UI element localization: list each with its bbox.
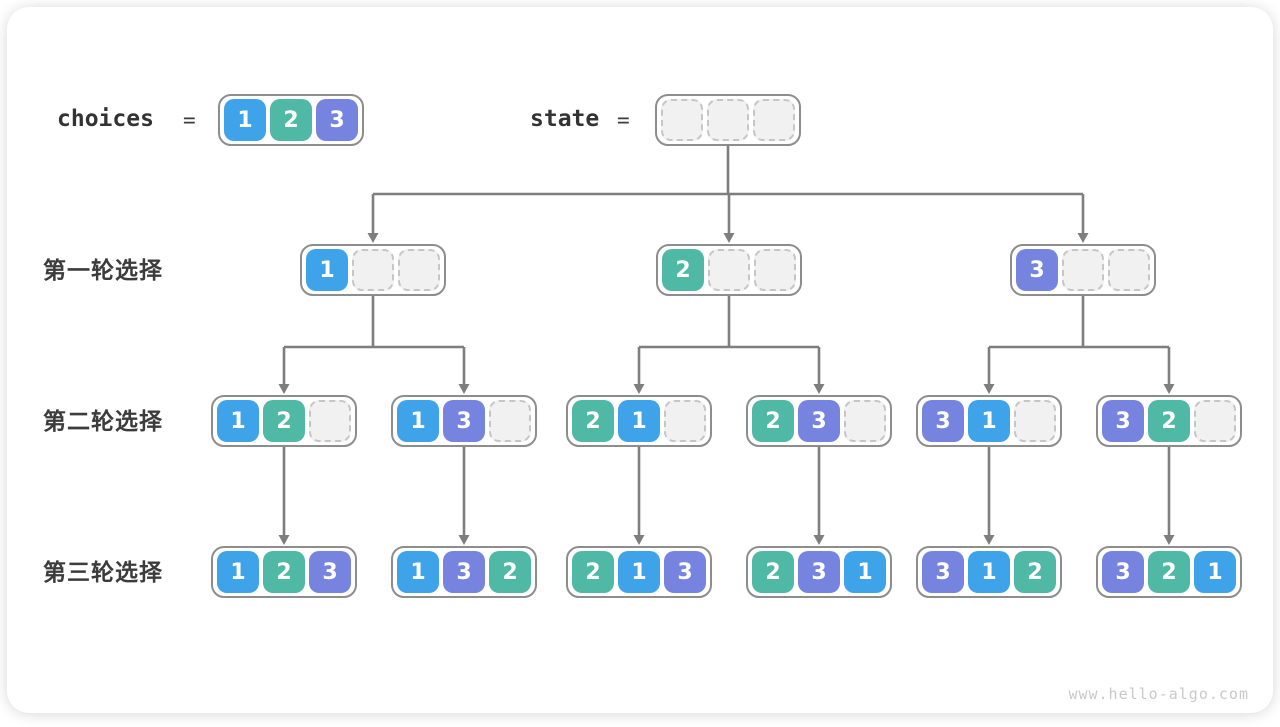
arrowhead [984,384,995,394]
choice-cell-1: 1 [217,551,259,593]
state-box [655,94,801,146]
choice-cell-2: 2 [1148,400,1190,442]
state-equals-sign: = [617,106,630,134]
choice-cell-1: 1 [618,400,660,442]
empty-cell [753,99,795,141]
arrowhead [814,384,825,394]
arrowhead [459,384,470,394]
round1-state-box: 3 [1010,244,1156,296]
round1-state-box: 1 [300,244,446,296]
choice-cell-1: 1 [1194,551,1236,593]
arrowhead [814,535,825,545]
choice-cell-1: 1 [217,400,259,442]
empty-cell [398,249,440,291]
choice-cell-2: 2 [263,551,305,593]
choice-cell-2: 2 [752,400,794,442]
choice-cell-1: 1 [618,551,660,593]
choice-cell-3: 3 [922,400,964,442]
choice-cell-2: 2 [270,99,312,141]
round1-state-box: 2 [656,244,802,296]
watermark-text: www.hello-algo.com [1068,685,1249,703]
round-1-label: 第一轮选择 [43,256,163,284]
choice-cell-2: 2 [263,400,305,442]
empty-cell [707,99,749,141]
choice-cell-1: 1 [968,551,1010,593]
choice-cell-2: 2 [752,551,794,593]
arrowhead [368,233,379,243]
round-2-label: 第二轮选择 [43,407,163,435]
choice-cell-3: 3 [798,400,840,442]
empty-cell [489,400,531,442]
empty-cell [1108,249,1150,291]
arrowhead [279,384,290,394]
choice-cell-3: 3 [798,551,840,593]
choice-cell-1: 1 [844,551,886,593]
empty-cell [708,249,750,291]
choice-cell-1: 1 [397,400,439,442]
choice-cell-2: 2 [572,400,614,442]
arrowhead [634,535,645,545]
choice-cell-2: 2 [662,249,704,291]
empty-cell [664,400,706,442]
choice-cell-3: 3 [664,551,706,593]
choices-equals-sign: = [183,106,196,134]
empty-cell [1194,400,1236,442]
choice-cell-3: 3 [316,99,358,141]
choice-cell-2: 2 [489,551,531,593]
choice-cell-3: 3 [1102,400,1144,442]
choice-cell-1: 1 [224,99,266,141]
choice-cell-3: 3 [1102,551,1144,593]
arrowhead [1164,535,1175,545]
round-3-label: 第三轮选择 [43,558,163,586]
empty-cell [1014,400,1056,442]
choice-cell-2: 2 [1148,551,1190,593]
choice-cell-3: 3 [309,551,351,593]
empty-cell [1062,249,1104,291]
arrowhead [634,384,645,394]
choice-cell-3: 3 [443,400,485,442]
choice-cell-3: 3 [443,551,485,593]
state-label: state [530,105,599,133]
choices-label: choices [57,105,154,133]
empty-cell [309,400,351,442]
empty-cell [754,249,796,291]
empty-cell [661,99,703,141]
choice-cell-1: 1 [968,400,1010,442]
arrowhead [279,535,290,545]
tree-connectors [7,7,1280,727]
choice-cell-2: 2 [572,551,614,593]
empty-cell [844,400,886,442]
empty-cell [352,249,394,291]
choice-cell-3: 3 [922,551,964,593]
choice-cell-1: 1 [306,249,348,291]
choice-cell-3: 3 [1016,249,1058,291]
arrowhead [459,535,470,545]
arrowhead [984,535,995,545]
choice-cell-2: 2 [1014,551,1056,593]
arrowhead [1078,233,1089,243]
choice-cell-1: 1 [397,551,439,593]
arrowhead [1164,384,1175,394]
arrowhead [724,233,735,243]
